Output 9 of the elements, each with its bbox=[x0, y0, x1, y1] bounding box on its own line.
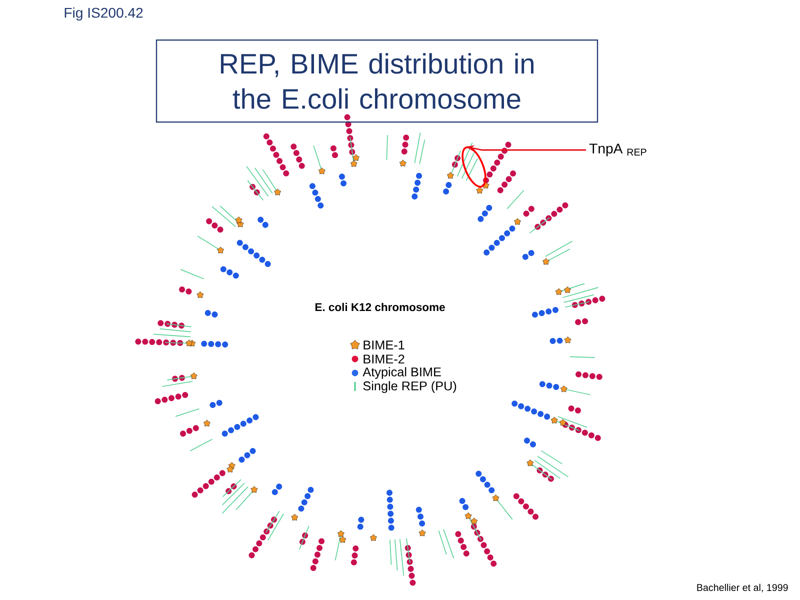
title-box: REP, BIME distribution in the E.coli chromosome bbox=[156, 39, 598, 123]
legend-text: Single REP (PU) bbox=[363, 381, 456, 393]
legend-text: BIME-1 bbox=[364, 340, 404, 350]
chromosome-label: E. coli K12 chromosome bbox=[315, 302, 445, 312]
legend-text: Atypical BIME bbox=[362, 367, 441, 379]
legend-text: BIME-2 bbox=[364, 354, 404, 364]
citation: Bachellier et al, 1999 bbox=[697, 584, 788, 592]
callout-label: TnpA $_{REP}$ bbox=[589, 144, 646, 156]
figure-number: Fig IS200.42 bbox=[64, 7, 143, 21]
